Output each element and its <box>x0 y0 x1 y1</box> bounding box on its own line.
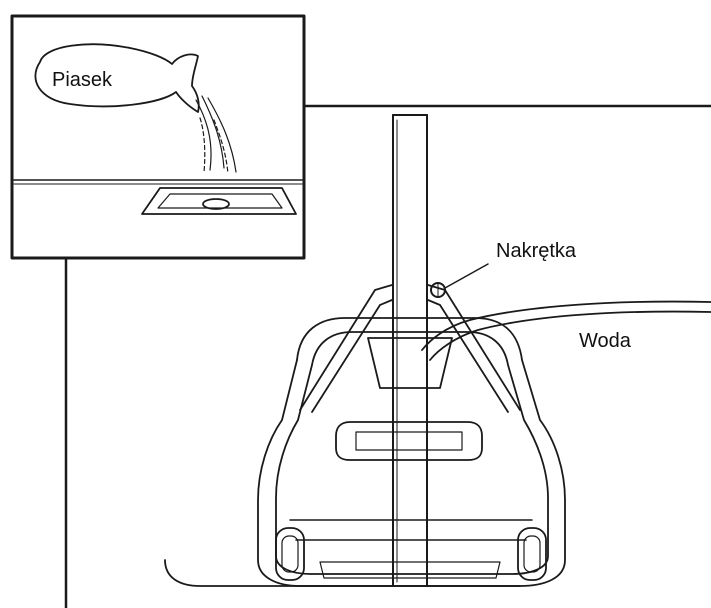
nut-icon <box>431 264 488 297</box>
water-hose <box>422 302 711 360</box>
umbrella-base <box>165 285 565 586</box>
water-label: Woda <box>579 331 631 351</box>
sand-label: Piasek <box>52 70 112 90</box>
inset-panel <box>12 16 304 258</box>
nut-label: Nakrętka <box>496 241 576 261</box>
